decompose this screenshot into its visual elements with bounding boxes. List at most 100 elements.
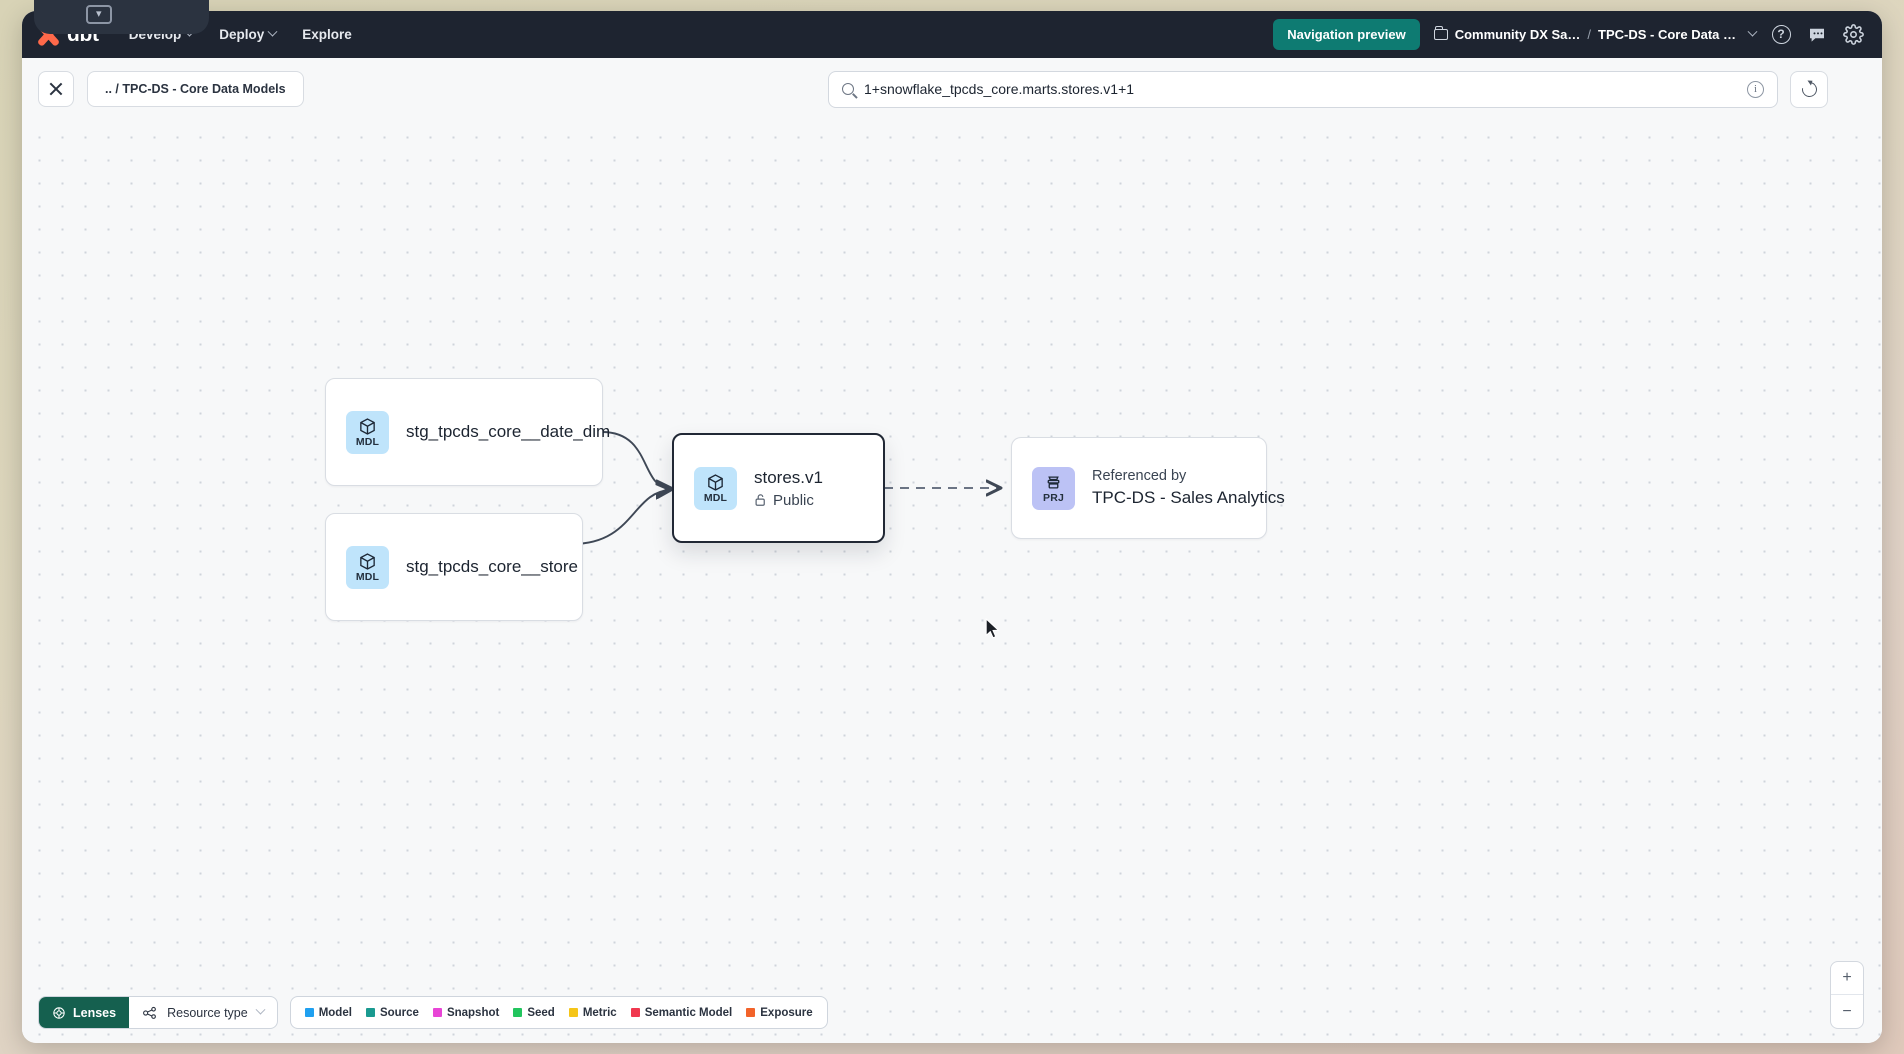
node-text-column: Referenced by TPC-DS - Sales Analytics	[1092, 468, 1285, 508]
nav-item-explore[interactable]: Explore	[302, 27, 352, 42]
legend-swatch	[513, 1008, 523, 1017]
legend-label: Seed	[527, 1006, 555, 1019]
legend-swatch	[432, 1008, 442, 1017]
app-window: dbt Develop Deploy Explore Navigation pr…	[22, 11, 1882, 1043]
legend-label: Source	[379, 1006, 419, 1019]
node-type-badge-mdl: MDL	[694, 466, 737, 510]
nav-item-deploy[interactable]: Deploy	[219, 26, 278, 42]
refresh-icon	[1798, 78, 1820, 100]
window-restore-icon	[86, 5, 112, 24]
node-badge-label: PRJ	[1042, 492, 1065, 504]
resource-type-icon	[143, 1006, 157, 1019]
legend-label: Semantic Model	[644, 1006, 733, 1019]
download-arrow-icon: ▾	[96, 8, 102, 20]
close-icon	[49, 82, 63, 96]
zoom-in-button[interactable]: +	[1831, 962, 1863, 995]
lenses-button[interactable]: Lenses	[39, 997, 130, 1028]
edge-date-dim-to-stores	[601, 431, 670, 488]
feedback-button[interactable]	[1806, 24, 1828, 46]
legend-swatch	[568, 1008, 578, 1017]
lineage-bottom-bar: Lenses Resource type Model	[38, 996, 828, 1029]
lens-icon	[53, 1006, 65, 1019]
breadcrumb[interactable]: .. / TPC-DS - Core Data Models	[87, 71, 304, 107]
cube-icon	[360, 553, 375, 570]
search-input[interactable]	[864, 81, 1737, 97]
cube-icon	[708, 474, 723, 491]
refresh-button[interactable]	[1790, 70, 1828, 108]
nav-item-explore-label: Explore	[302, 27, 352, 42]
node-title: TPC-DS - Sales Analytics	[1092, 488, 1285, 507]
lenses-label: Lenses	[73, 1005, 117, 1020]
legend-item-semantic-model: Semantic Model	[630, 1006, 733, 1019]
search-icon	[842, 83, 854, 95]
edge-store-to-stores	[571, 490, 670, 545]
account-name-label: Community DX Sa…	[1454, 27, 1581, 42]
node-kicker-label: Referenced by	[1092, 468, 1187, 484]
legend-swatch	[365, 1008, 375, 1017]
folder-icon	[1433, 26, 1448, 40]
legend-swatch	[630, 1008, 640, 1017]
mouse-cursor	[985, 618, 1000, 639]
legend-swatch	[304, 1008, 314, 1017]
resource-type-legend: Model Source Snapshot Seed Metric	[289, 996, 828, 1029]
breadcrumb-separator: /	[1587, 27, 1592, 42]
lineage-graph-canvas[interactable]: MDL stg_tpcds_core__date_dim MDL stg_tpc…	[22, 120, 1882, 1043]
project-stack-icon	[1047, 476, 1060, 489]
node-badge-label: MDL	[703, 492, 728, 504]
legend-label: Model	[318, 1006, 352, 1019]
node-badge-label: MDL	[355, 571, 380, 583]
legend-item-exposure: Exposure	[746, 1006, 813, 1019]
info-icon[interactable]: i	[1747, 80, 1764, 98]
lock-open-icon	[755, 494, 765, 506]
node-access-label: Public	[773, 491, 814, 509]
feedback-icon	[1810, 28, 1824, 42]
node-badge-label: MDL	[355, 436, 380, 448]
node-text-column: stores.v1 Public	[754, 468, 823, 509]
lineage-toolbar: .. / TPC-DS - Core Data Models i	[22, 58, 1882, 120]
resource-type-label: Resource type	[167, 1005, 248, 1020]
node-title: stg_tpcds_core__store	[406, 557, 578, 576]
zoom-out-button[interactable]: −	[1842, 1002, 1852, 1020]
graph-node-referenced-by-project[interactable]: PRJ Referenced by TPC-DS - Sales Analyti…	[1011, 437, 1285, 539]
nav-item-deploy-label: Deploy	[219, 27, 265, 42]
chevron-down-icon	[267, 26, 278, 37]
legend-item-snapshot: Snapshot	[432, 1006, 500, 1019]
legend-item-seed: Seed	[513, 1007, 555, 1019]
node-title: stores.v1	[754, 467, 823, 487]
lenses-group: Lenses Resource type	[38, 996, 278, 1029]
top-nav-right-group: Navigation preview Community DX Sa… / TP…	[1273, 19, 1864, 50]
legend-item-model: Model	[304, 1006, 352, 1019]
window-tab-nub[interactable]: ▾	[34, 0, 209, 34]
account-project-breadcrumb[interactable]: Community DX Sa… / TPC-DS - Core Data …	[1433, 26, 1758, 42]
close-button[interactable]	[38, 71, 74, 107]
graph-node-stg-tpcds-core-store[interactable]: MDL stg_tpcds_core__store	[325, 513, 583, 621]
top-navigation-bar: dbt Develop Deploy Explore Navigation pr…	[22, 11, 1882, 58]
legend-item-metric: Metric	[568, 1006, 617, 1019]
search-box[interactable]: i	[828, 70, 1778, 108]
zoom-controls: + −	[1830, 961, 1864, 1029]
help-button[interactable]: ?	[1770, 24, 1792, 46]
legend-item-source: Source	[365, 1006, 419, 1019]
node-type-badge-mdl: MDL	[346, 545, 389, 589]
help-circle-icon: ?	[1771, 25, 1791, 44]
legend-swatch	[746, 1008, 756, 1017]
legend-label: Metric	[582, 1006, 617, 1019]
graph-node-stg-tpcds-core-date-dim[interactable]: MDL stg_tpcds_core__date_dim	[325, 378, 610, 486]
navigation-preview-button[interactable]: Navigation preview	[1273, 19, 1420, 50]
lineage-edges	[571, 431, 1882, 545]
gear-icon	[1842, 24, 1864, 45]
node-type-badge-prj: PRJ	[1032, 466, 1075, 510]
chevron-down-icon	[1747, 26, 1758, 37]
chevron-down-icon	[255, 1004, 266, 1015]
settings-button[interactable]	[1842, 24, 1864, 46]
cube-icon	[360, 418, 375, 435]
legend-label: Snapshot	[446, 1006, 500, 1019]
search-group: i	[828, 70, 1828, 108]
legend-label: Exposure	[760, 1006, 813, 1019]
project-name-label: TPC-DS - Core Data …	[1598, 27, 1736, 42]
graph-node-stores-v1[interactable]: MDL stores.v1 Public	[672, 433, 885, 543]
node-access-row: Public	[754, 492, 823, 509]
node-type-badge-mdl: MDL	[346, 410, 389, 454]
resource-type-filter[interactable]: Resource type	[129, 997, 277, 1028]
node-title: stg_tpcds_core__date_dim	[406, 422, 611, 441]
